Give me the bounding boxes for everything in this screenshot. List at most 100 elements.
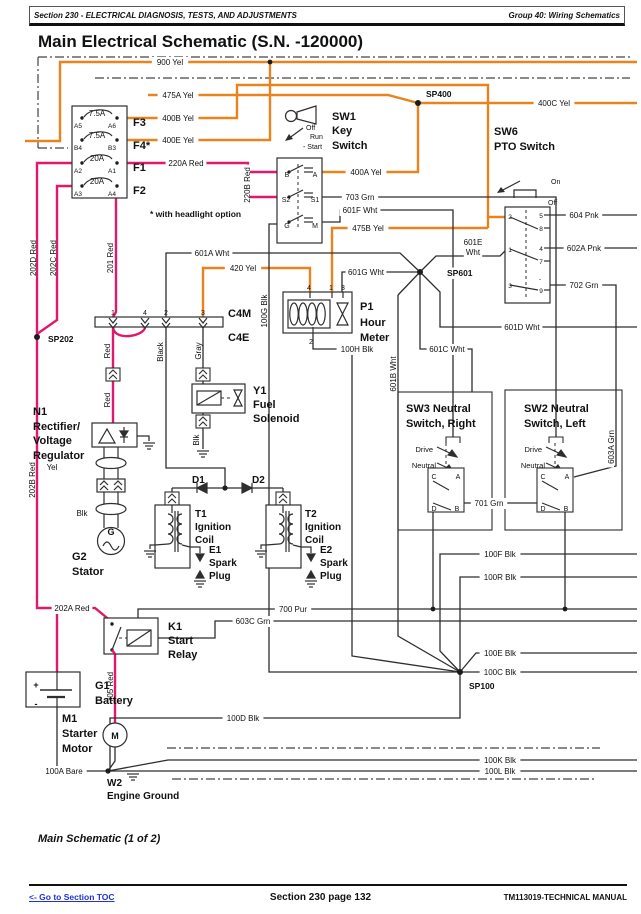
toc-link[interactable]: <- Go to Section TOC <box>29 892 115 902</box>
label-bg <box>102 668 113 706</box>
label-text: 4 <box>307 285 311 292</box>
label-text: 475B Yel <box>352 224 384 233</box>
label-text: Spark <box>209 558 237 569</box>
label-bg <box>190 339 201 363</box>
polygon-shape <box>305 569 317 579</box>
label-text: 5 <box>539 213 543 220</box>
hour-meter-p1 <box>282 291 353 334</box>
label--start: - Start <box>303 144 322 151</box>
key-icon <box>284 105 317 125</box>
label-2: 2 <box>309 339 313 346</box>
label-703-grn: 703 Grn <box>341 192 379 203</box>
label-text: 601D Wht <box>504 323 540 332</box>
label-text: D2 <box>252 475 265 486</box>
label-text: Stator <box>72 566 105 578</box>
label-text: A1 <box>108 168 116 175</box>
label-text: SP202 <box>48 334 74 344</box>
label-bg <box>341 192 379 203</box>
label-100k-blk: 100K Blk <box>479 755 521 766</box>
label-bg <box>501 322 543 333</box>
label-sp100: SP100 <box>467 680 496 692</box>
path-shape <box>83 154 113 163</box>
label-text: + <box>33 680 38 690</box>
label-a6: A6 <box>108 123 116 130</box>
use-shape <box>195 367 211 382</box>
label-black: Black <box>152 338 165 366</box>
label-text: SW2 Neutral <box>524 403 589 415</box>
label-400a-yel: 400A Yel <box>345 167 387 178</box>
label-text: 100R Blk <box>484 573 517 582</box>
label-motor: Motor <box>62 743 93 755</box>
label-1: 1 <box>329 285 333 292</box>
label-text: M1 <box>62 713 77 725</box>
label-text: Wht <box>466 248 481 257</box>
label-text: Rectifier/ <box>33 421 80 433</box>
polyline-shape <box>268 223 460 673</box>
label-text: 700 Pur <box>279 605 307 614</box>
sw1-contact-b-a <box>287 164 313 174</box>
label-sw3-neutral: SW3 Neutral <box>406 403 471 415</box>
label-f3: F3 <box>133 117 146 129</box>
label-m1: M1 <box>62 713 77 725</box>
rect-shape <box>287 299 331 329</box>
label-meter: Meter <box>360 332 390 344</box>
label-text: 7 <box>539 259 543 266</box>
label-a: A <box>456 474 461 481</box>
label-601g-wht: 601G Wht <box>345 267 387 278</box>
label-202d-red: 202D Red <box>25 237 38 279</box>
label-text: 2 <box>164 310 168 317</box>
label-sp400: SP400 <box>424 88 453 100</box>
label-bg <box>461 237 485 248</box>
label-gray: Gray <box>190 339 203 363</box>
label-f2: F2 <box>133 185 146 197</box>
sw1-contact-s2-s1 <box>287 189 313 199</box>
label-d1: D1 <box>192 475 205 486</box>
footer-rule <box>29 884 627 886</box>
label-coil: Coil <box>305 535 324 546</box>
pto-switch-sw6 <box>497 180 551 304</box>
label-text: Blk <box>192 433 201 445</box>
label-bg <box>41 766 87 777</box>
label-text: B4 <box>74 145 82 152</box>
header-section: Section 230 - ELECTRICAL DIAGNOSIS, TEST… <box>34 10 297 20</box>
line-shape <box>196 390 222 406</box>
splice-sp400 <box>415 100 421 106</box>
label-text: Drive <box>524 445 542 454</box>
label-text: D1 <box>192 475 205 486</box>
page-title: Main Electrical Schematic (S.N. -120000) <box>38 32 364 51</box>
rect-shape <box>504 389 623 531</box>
label-b3: B3 <box>108 145 116 152</box>
label-420-yel: 420 Yel <box>224 263 262 274</box>
label-text: 701 Grn <box>475 499 504 508</box>
label-g: G <box>107 527 114 537</box>
polyline-shape <box>445 436 461 443</box>
label-text: Run <box>310 134 323 141</box>
circle-shape <box>102 722 128 748</box>
label-text: M <box>312 223 318 230</box>
fuse-f1-symbol <box>80 154 119 165</box>
label-text: D <box>431 506 436 513</box>
line-shape <box>126 629 152 647</box>
fuse-f4-symbol <box>80 131 119 142</box>
rect-shape <box>126 629 152 647</box>
label-text: 603C Grn <box>236 617 271 626</box>
label-bg <box>99 390 110 410</box>
circle-shape <box>430 606 436 612</box>
polygon-shape <box>233 396 243 407</box>
label-bg <box>151 57 189 68</box>
label-text: C4M <box>228 308 251 320</box>
polyline-shape <box>36 184 72 335</box>
path-shape <box>167 513 174 545</box>
label-bg <box>424 88 453 100</box>
stator-g2 <box>95 447 127 556</box>
label-bg <box>224 263 262 274</box>
label-602a-pnk: 602A Pnk <box>563 243 605 254</box>
label-a2: A2 <box>74 168 82 175</box>
ignition-coils <box>143 504 318 588</box>
label-sp202: SP202 <box>46 333 75 345</box>
label-text: A <box>456 474 461 481</box>
label-d2: D2 <box>252 475 265 486</box>
label-900-yel: 900 Yel <box>151 57 189 68</box>
label-text: 100C Blk <box>484 668 517 677</box>
polyline-shape <box>107 759 637 772</box>
